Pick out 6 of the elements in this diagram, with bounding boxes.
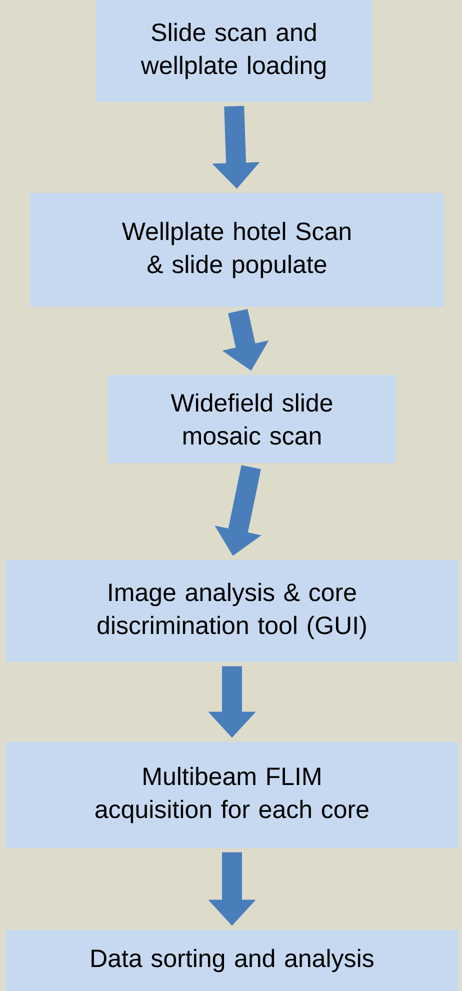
process-box: Data sorting and analysis — [6, 930, 458, 991]
process-box: Wellplate hotel Scan & slide populate — [30, 193, 444, 307]
process-box: Slide scan and wellplate loading — [96, 0, 372, 102]
process-box: Widefield slide mosaic scan — [108, 375, 396, 463]
process-box: Image analysis & core discrimination tool (GUI) — [6, 560, 458, 662]
process-box: Multibeam FLIM acquisition for each core — [6, 742, 458, 848]
